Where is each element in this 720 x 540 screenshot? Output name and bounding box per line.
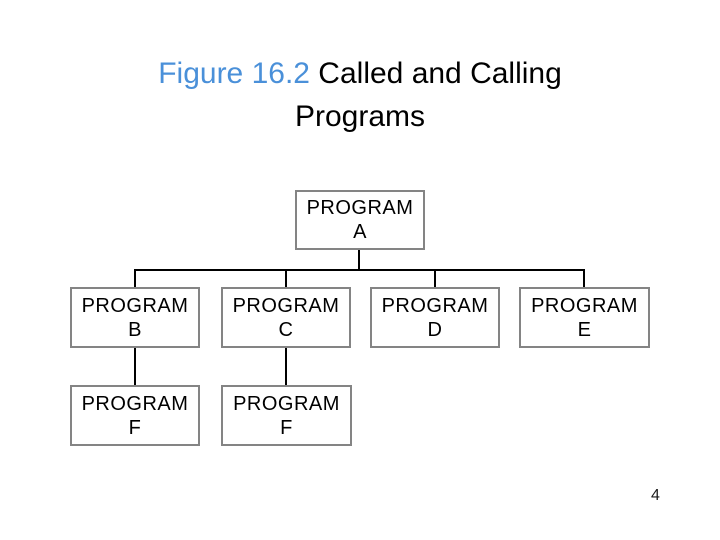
node-program-c-line1: PROGRAM [232, 294, 340, 317]
node-program-f1-line2: F [128, 416, 142, 439]
node-program-e-line2: E [577, 318, 592, 341]
node-program-d: PROGRAM D [370, 287, 500, 348]
connector-drop-b [134, 269, 136, 288]
node-program-a: PROGRAM A [295, 190, 425, 250]
node-program-c: PROGRAM C [221, 287, 351, 348]
title-line1-rest: Called and Calling [309, 57, 562, 90]
node-program-b-line1: PROGRAM [81, 294, 189, 317]
node-program-f-under-c: PROGRAM F [221, 385, 352, 446]
node-program-a-line2: A [353, 221, 367, 243]
connector-a-trunk [358, 249, 360, 270]
node-program-d-line2: D [427, 318, 443, 341]
connector-drop-c [285, 269, 287, 288]
node-program-e-line1: PROGRAM [531, 294, 638, 317]
connector-c-to-f [285, 346, 287, 386]
connector-b-to-f [134, 346, 136, 386]
node-program-e: PROGRAM E [519, 287, 650, 348]
node-program-b-line2: B [128, 318, 142, 341]
node-program-a-line1: PROGRAM [306, 197, 414, 219]
node-program-d-line1: PROGRAM [381, 294, 489, 317]
title-line2: Programs [294, 100, 426, 133]
node-program-f2-line2: F [280, 416, 293, 439]
page-number: 4 [651, 487, 660, 504]
connector-drop-d [434, 269, 436, 288]
connector-level2-horizontal [134, 269, 585, 271]
figure-label: Figure 16.2 [158, 57, 310, 90]
node-program-f2-line1: PROGRAM [233, 392, 340, 415]
node-program-f1-line1: PROGRAM [81, 392, 189, 415]
node-program-b: PROGRAM B [70, 287, 200, 348]
node-program-c-line2: C [278, 318, 294, 341]
connector-drop-e [583, 269, 585, 288]
node-program-f-under-b: PROGRAM F [70, 385, 200, 446]
